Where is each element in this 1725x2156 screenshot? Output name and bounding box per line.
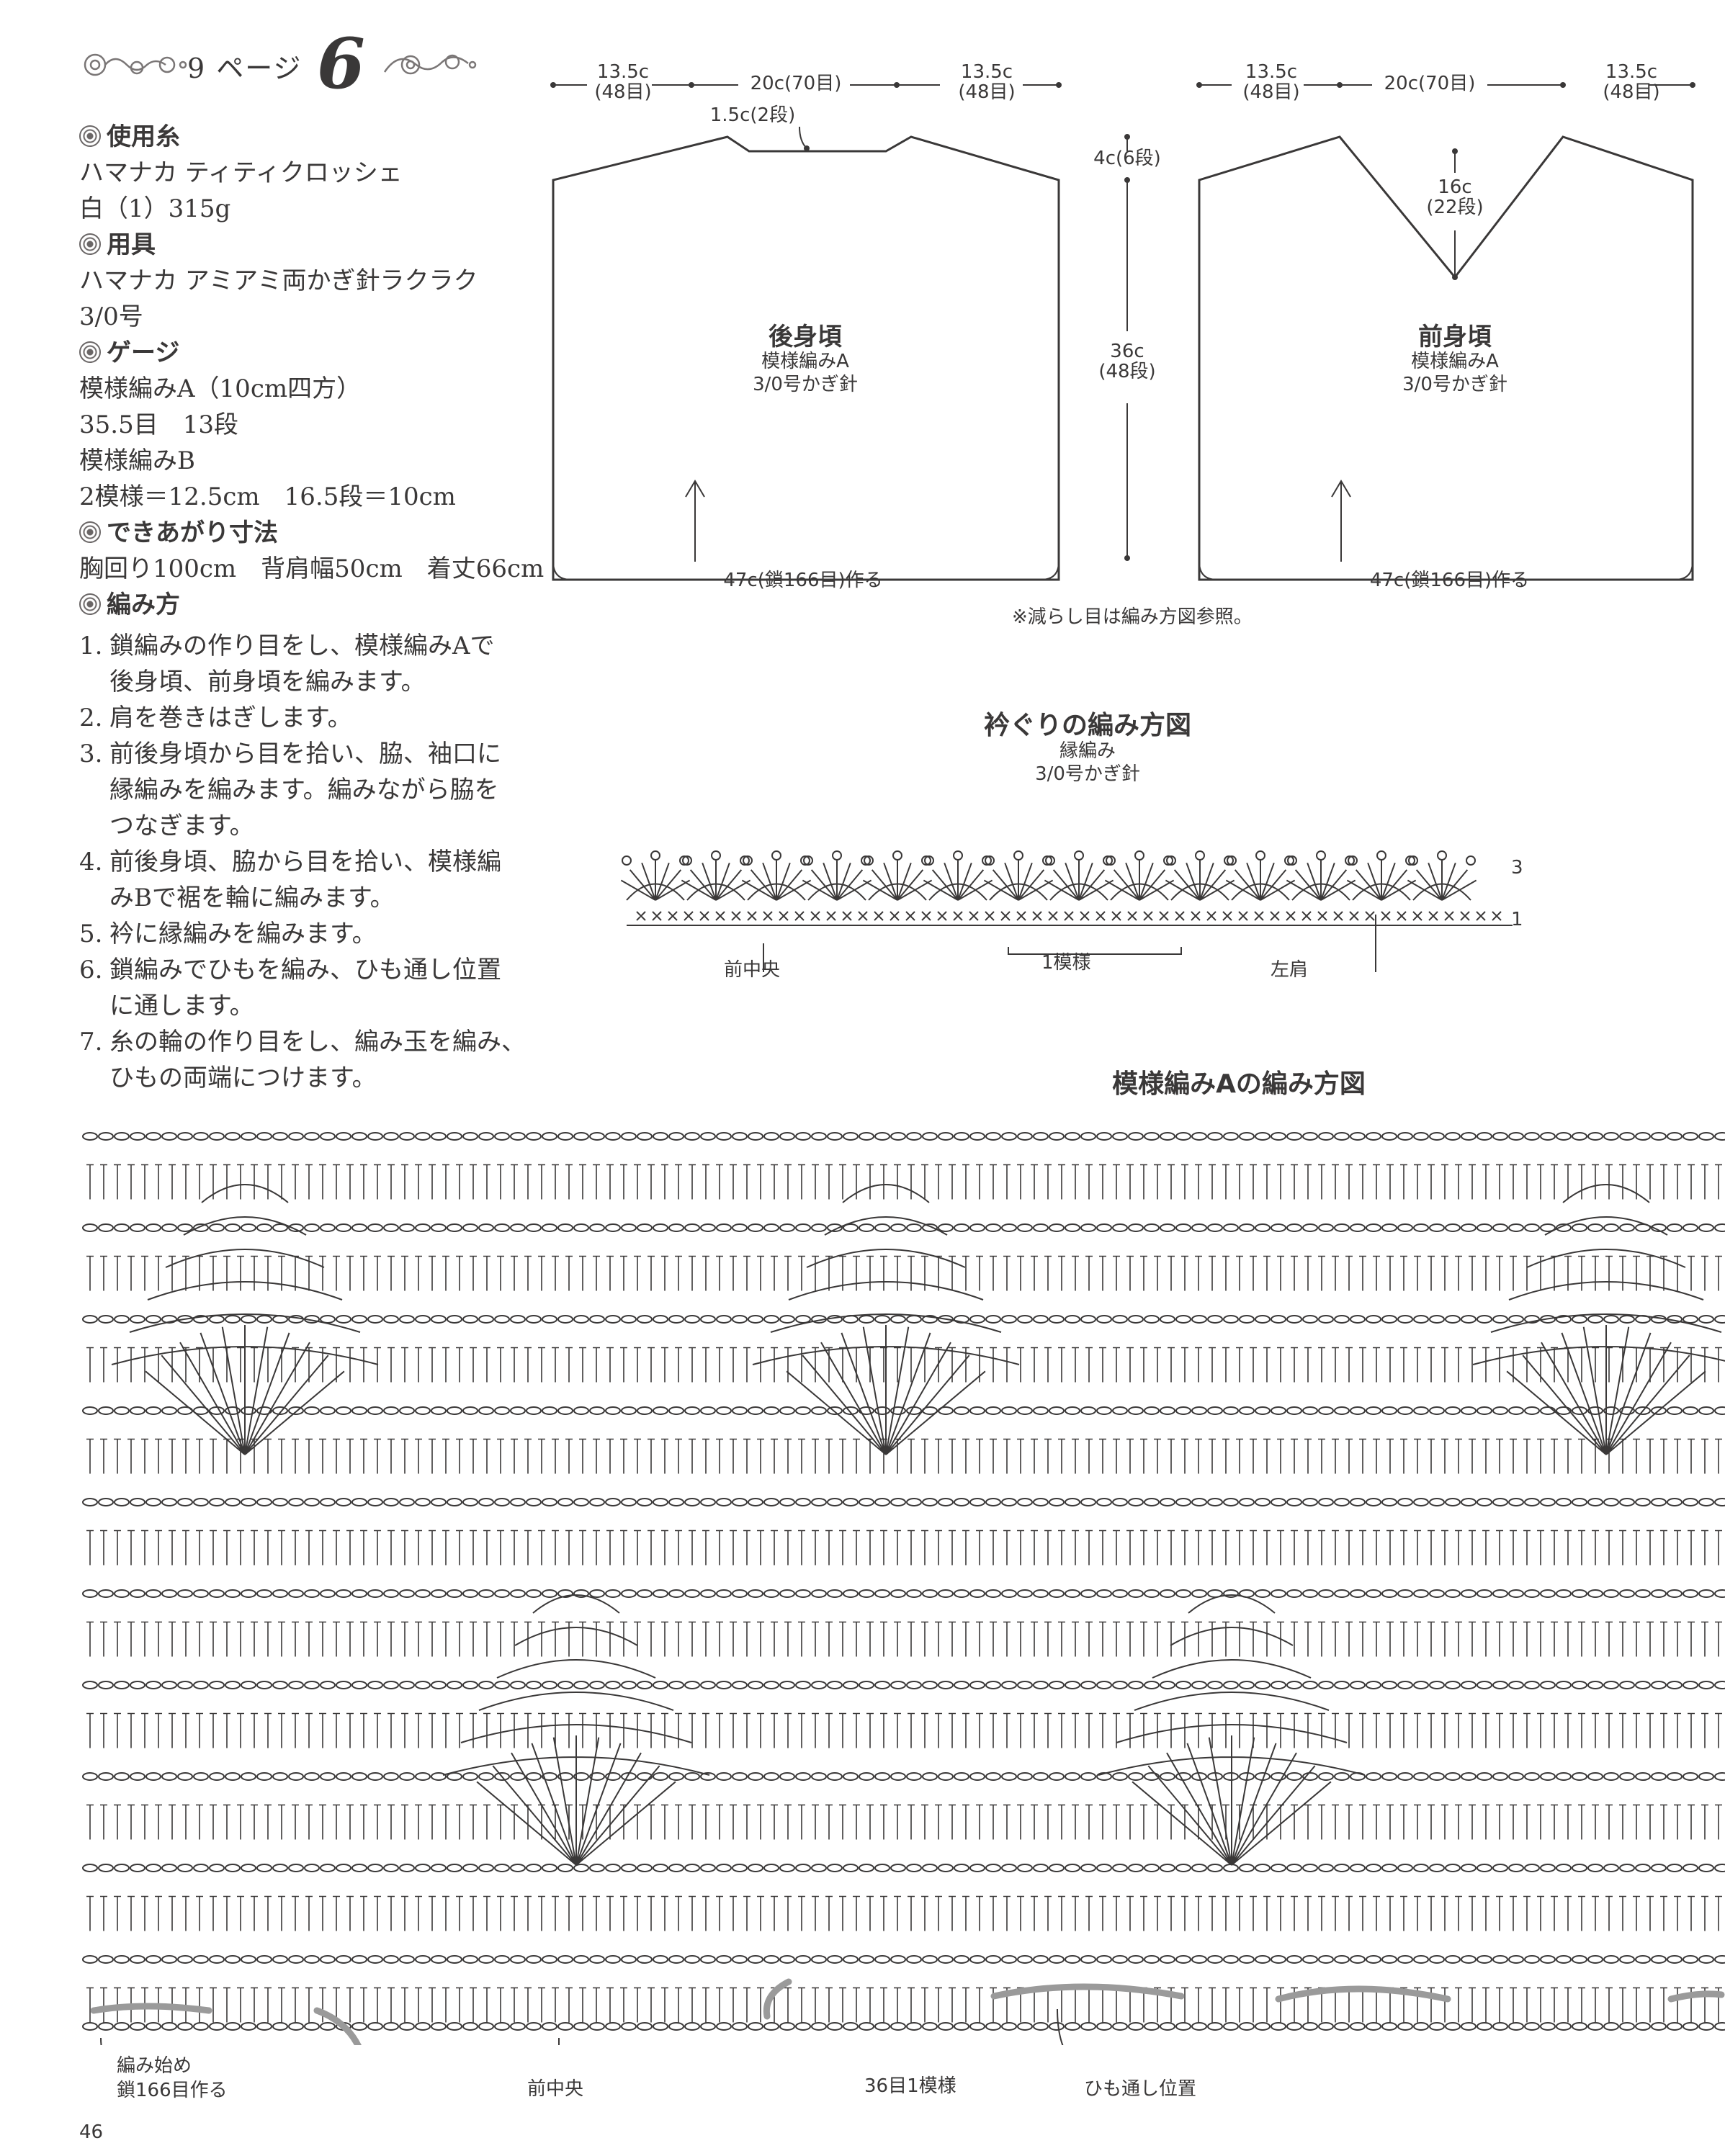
step-item: 5.衿に縁編みを編みます。 — [79, 920, 377, 948]
body-height-dim: 36c (48段) — [1098, 341, 1156, 382]
step-item: 2.肩を巻きはぎします。 — [79, 704, 352, 732]
step-item: 4.前後身頃、脇から目を拾い、模様編 みBで裾を輪に編みます。 — [79, 848, 501, 912]
chart-grid — [82, 1132, 1725, 2031]
neckline-front-center: 前中央 — [724, 959, 781, 981]
materials-list: 使用糸 ハマナカ ティティクロッシェ 白（1）315g 用具 ハマナカ アミアミ… — [79, 119, 545, 623]
section-heading: できあがり寸法 — [79, 515, 540, 551]
step-item: 6.鎖編みでひもを編み、ひも通し位置 に通します。 — [79, 956, 501, 1020]
pattern-number: 6 — [317, 23, 365, 104]
back-shoulder-left-dim: 13.5c (48目) — [594, 61, 652, 103]
back-panel-outline — [552, 135, 1060, 581]
back-neck-dim: 20c(70目) — [750, 73, 842, 94]
decrease-note: ※減らし目は編み方図参照。 — [1012, 606, 1253, 628]
section-heading: 用具 — [79, 227, 540, 263]
page-number: 46 — [79, 2121, 104, 2143]
neckline-row3-label: 3 — [1511, 857, 1523, 879]
front-panel-title: 前身頃 — [1418, 323, 1492, 351]
section-heading: ゲージ — [79, 335, 540, 371]
cord-leader — [1057, 2008, 1064, 2045]
flower-bullet-icon — [79, 521, 101, 543]
flower-bullet-icon — [79, 233, 101, 255]
step-item: 3.前後身頃から目を拾い、脇、袖口に 縁編みを編みます。編みながら脇を つなぎま… — [79, 740, 501, 840]
neckline-stitch-chart — [620, 850, 1513, 972]
material-line: ハマナカ アミアミ両かぎ針ラクラク — [79, 266, 478, 295]
material-line: 白（1）315g — [79, 194, 231, 223]
neckline-left-shoulder: 左肩 — [1271, 959, 1309, 981]
front-neck-dim: 20c(70目) — [1384, 73, 1476, 94]
front-shoulder-left-dim: 13.5c (48目) — [1242, 61, 1300, 103]
pineapple-motif — [1472, 1184, 1725, 1455]
start-note-leader — [100, 2037, 102, 2045]
ornament-left-icon — [84, 53, 187, 76]
flower-bullet-icon — [79, 125, 101, 147]
front-shoulder-right-dim: 13.5c (48目) — [1603, 61, 1660, 103]
neckline-stitch: 縁編み — [1059, 740, 1116, 762]
flower-bullet-icon — [79, 593, 101, 615]
material-line: 3/0号 — [79, 302, 143, 331]
ornament-right-icon — [383, 54, 477, 75]
section-heading: 編み方 — [79, 587, 540, 623]
front-panel-hook: 3/0号かぎ針 — [1402, 374, 1507, 395]
shoulder-height-dim: 4c(6段) — [1093, 148, 1161, 169]
pineapple-motif — [442, 1594, 710, 1866]
pineapple-motif — [752, 1184, 1020, 1455]
neckline-repeat-label: 1模様 — [1041, 952, 1091, 974]
chart-start-note: 編み始め 鎖166目作る — [117, 2055, 228, 2101]
back-neck-depth: 1.5c(2段) — [709, 104, 796, 126]
neckline-stitches — [620, 850, 1513, 926]
front-bottom-dim: 47c(鎖166目)作る — [1369, 570, 1530, 591]
page-reference: 9 ページ — [187, 53, 303, 84]
back-bottom-dim: 47c(鎖166目)作る — [723, 570, 883, 591]
neckline-hook: 3/0号かぎ針 — [1035, 763, 1140, 785]
pattern-a-chart-title: 模様編みAの編み方図 — [1112, 1069, 1366, 1099]
cord-position-marks — [90, 1978, 1725, 2045]
back-panel-title: 後身頃 — [769, 323, 842, 351]
cord-position-label: ひも通し位置 — [1084, 2078, 1197, 2100]
flower-bullet-icon — [79, 341, 101, 363]
base-chain — [82, 2022, 1725, 2031]
step-item: 1.鎖編みの作り目をし、模様編みAで 後身頃、前身頃を編みます。 — [79, 632, 495, 696]
neckline-row1-label: 1 — [1511, 909, 1523, 930]
material-line: 模様編みB — [79, 446, 195, 475]
section-heading: 使用糸 — [79, 119, 540, 155]
material-line: 2模様＝12.5cm 16.5段＝10cm — [79, 482, 456, 511]
back-panel-hook: 3/0号かぎ針 — [753, 374, 858, 395]
material-line: 35.5目 13段 — [79, 410, 238, 439]
pattern-a-stitch-chart — [82, 1132, 1725, 2045]
front-panel-outline — [1198, 135, 1694, 581]
instruction-steps: 1.鎖編みの作り目をし、模様編みAで 後身頃、前身頃を編みます。 2.肩を巻きは… — [79, 628, 540, 1096]
step-item: 7.糸の輪の作り目をし、編み玉を編み、 ひもの両端につけます。 — [79, 1028, 526, 1092]
back-shoulder-right-dim: 13.5c (48目) — [958, 61, 1016, 103]
material-line: 胸回り100cm 背肩幅50cm 着丈66cm — [79, 554, 545, 583]
material-line: 模様編みA（10cm四方） — [79, 374, 362, 403]
page-header: 9 ページ 6 — [79, 22, 483, 104]
pineapple-motif — [1098, 1594, 1366, 1866]
chart-repeat-label: 36目1模様 — [864, 2075, 956, 2097]
material-line: ハマナカ ティティクロッシェ — [79, 158, 403, 187]
chart-front-center: 前中央 — [527, 2078, 584, 2100]
repeat-bracket — [1008, 947, 1182, 955]
front-panel-pattern: 模様編みA — [1411, 351, 1499, 372]
garment-schematic — [550, 82, 1695, 581]
neckline-chart-title: 衿ぐりの編み方図 — [983, 711, 1191, 740]
pineapple-motif — [111, 1184, 379, 1455]
front-neck-depth: 16c (22段) — [1426, 176, 1484, 218]
back-panel-pattern: 模様編みA — [761, 351, 849, 372]
